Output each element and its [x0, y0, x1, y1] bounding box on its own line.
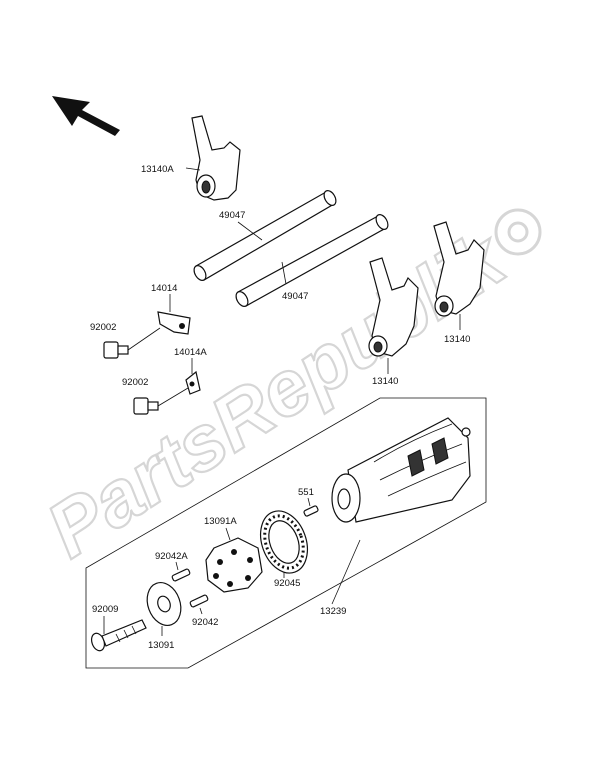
label-92009: 92009 — [92, 604, 118, 615]
pin-551[interactable] — [303, 505, 319, 517]
direction-arrow-icon — [52, 96, 120, 136]
assembly-frame — [85, 397, 487, 669]
shift-fork-13140-right[interactable] — [433, 221, 485, 317]
shift-drum-13239[interactable] — [331, 417, 471, 523]
plate-14014a[interactable] — [185, 370, 201, 395]
label-14014: 14014 — [151, 283, 177, 294]
label-14014a: 14014A — [174, 347, 207, 358]
shift-fork-13140a[interactable] — [191, 115, 241, 201]
shift-rod-upper[interactable] — [192, 189, 339, 283]
label-13239: 13239 — [320, 606, 346, 617]
pin-92042[interactable] — [189, 594, 209, 608]
label-92002-lower: 92002 — [122, 377, 148, 388]
bearing-92045[interactable] — [252, 504, 315, 579]
bolt-92002-lower[interactable] — [133, 387, 189, 415]
label-13140-left: 13140 — [372, 376, 398, 387]
label-92042a: 92042A — [155, 551, 188, 562]
label-13140a: 13140A — [141, 164, 174, 175]
label-49047-upper: 49047 — [219, 210, 245, 221]
bolt-92009[interactable] — [89, 619, 147, 653]
shift-rod-lower[interactable] — [234, 213, 391, 309]
label-13091: 13091 — [148, 640, 174, 651]
bolt-92002-upper[interactable] — [103, 327, 161, 359]
plate-14014[interactable] — [157, 311, 191, 335]
label-92045: 92045 — [274, 578, 300, 589]
label-13091a: 13091A — [204, 516, 237, 527]
label-92042: 92042 — [192, 617, 218, 628]
label-13140-right: 13140 — [444, 334, 470, 345]
shift-fork-13140-left[interactable] — [368, 257, 419, 357]
label-92002-upper: 92002 — [90, 322, 116, 333]
washer-13091[interactable] — [141, 578, 186, 630]
pin-92042a[interactable] — [171, 568, 191, 582]
watermark-gear-icon — [494, 208, 542, 256]
pin-holder-13091a[interactable] — [205, 537, 263, 593]
label-49047-lower: 49047 — [282, 291, 308, 302]
label-551: 551 — [298, 487, 314, 498]
